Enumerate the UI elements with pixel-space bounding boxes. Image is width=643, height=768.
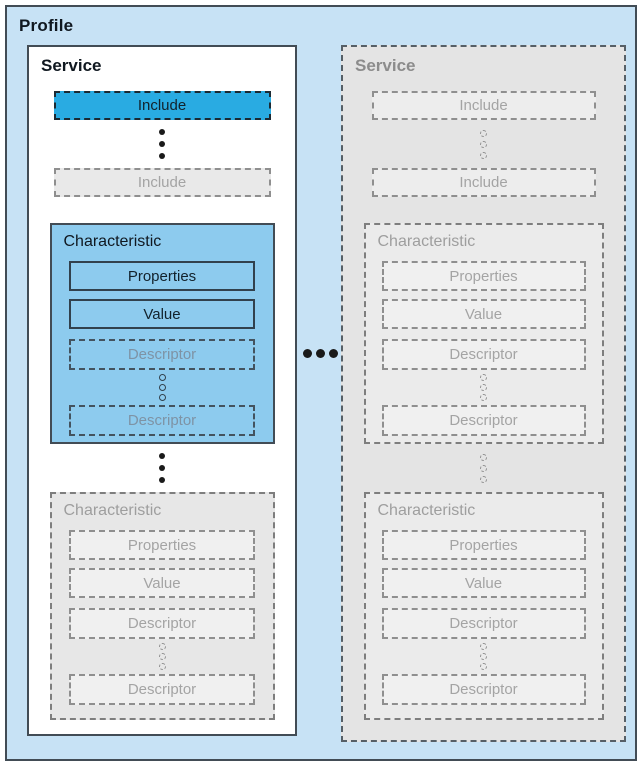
characteristic-title: Characteristic	[377, 233, 476, 250]
value-box: Value	[381, 299, 586, 329]
characteristic-title: Characteristic	[63, 502, 162, 519]
vertical-ellipsis-icon	[480, 444, 487, 492]
properties-box: Properties	[381, 530, 586, 560]
properties-box: Properties	[381, 261, 586, 291]
descriptor-box: Descriptor	[69, 674, 255, 705]
vertical-ellipsis-icon	[480, 120, 487, 168]
service-box-primary: Service Include Include Characteristic P…	[27, 45, 297, 736]
characteristic-box: Characteristic Properties Value Descript…	[49, 492, 275, 720]
vertical-ellipsis-icon	[158, 642, 166, 671]
descriptor-box: Descriptor	[69, 608, 255, 639]
descriptor-box: Descriptor	[381, 608, 586, 639]
service-title: Service	[41, 56, 102, 75]
profile-box: Profile Service Include Include Characte…	[5, 5, 637, 761]
characteristic-title: Characteristic	[377, 502, 476, 519]
include-box: Include	[53, 91, 271, 120]
descriptor-box: Descriptor	[381, 674, 586, 705]
characteristic-box: Characteristic Properties Value Descript…	[49, 223, 275, 444]
service-box-secondary: Service Include Include Characteristic P…	[341, 45, 626, 742]
horizontal-ellipsis-icon	[299, 349, 341, 358]
characteristic-box: Characteristic Properties Value Descript…	[363, 492, 604, 720]
include-box: Include	[371, 91, 596, 120]
vertical-ellipsis-icon	[159, 120, 165, 168]
profile-title: Profile	[19, 16, 74, 35]
characteristic-box: Characteristic Properties Value Descript…	[363, 223, 604, 444]
include-box: Include	[371, 168, 596, 197]
characteristic-title: Characteristic	[63, 233, 162, 250]
vertical-ellipsis-icon	[158, 373, 166, 402]
vertical-ellipsis-icon	[480, 642, 487, 671]
descriptor-box: Descriptor	[69, 405, 255, 436]
value-box: Value	[69, 568, 255, 598]
value-box: Value	[381, 568, 586, 598]
include-box: Include	[53, 168, 271, 197]
properties-box: Properties	[69, 261, 255, 291]
descriptor-box: Descriptor	[381, 405, 586, 436]
descriptor-box: Descriptor	[381, 339, 586, 370]
value-box: Value	[69, 299, 255, 329]
descriptor-box: Descriptor	[69, 339, 255, 370]
service-title: Service	[355, 56, 416, 75]
vertical-ellipsis-icon	[480, 373, 487, 402]
vertical-ellipsis-icon	[159, 444, 165, 492]
properties-box: Properties	[69, 530, 255, 560]
